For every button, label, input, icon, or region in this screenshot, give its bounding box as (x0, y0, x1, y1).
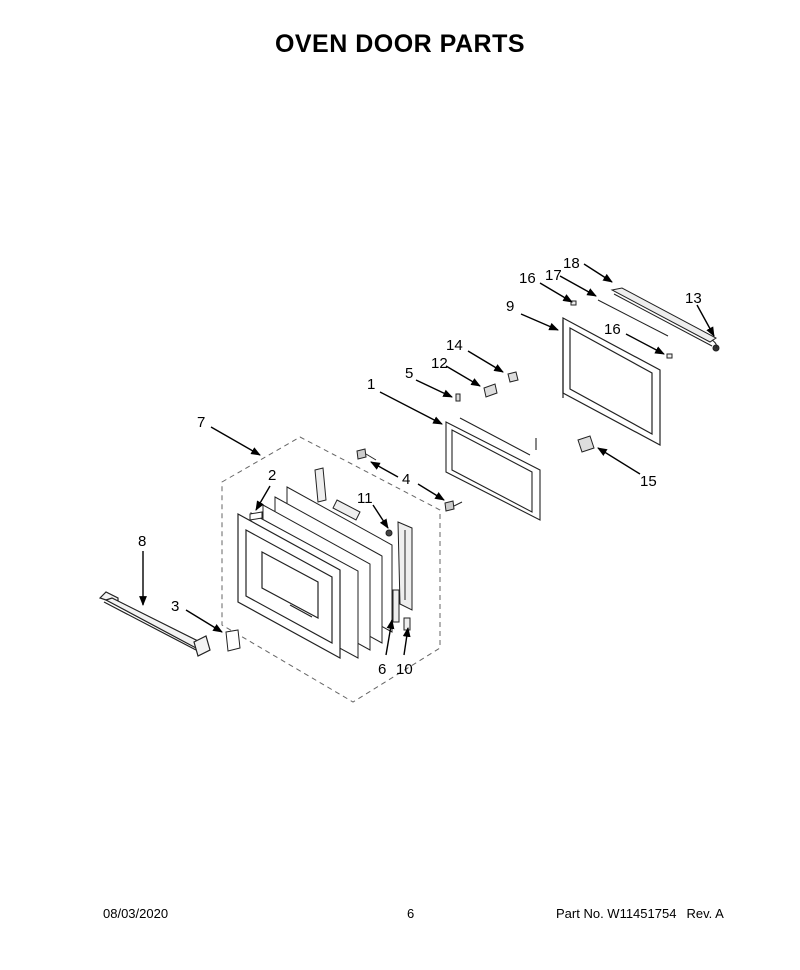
callout-8: 8 (138, 533, 146, 550)
page-title: OVEN DOOR PARTS (274, 30, 526, 58)
callout-16a: 16 (519, 270, 536, 287)
callout-13: 13 (685, 290, 702, 307)
outer-door-panel (237, 512, 341, 660)
callout-18: 18 (563, 255, 580, 272)
footer-part-info: Part No. W11451754 Rev. A (556, 906, 724, 921)
callout-11: 11 (357, 490, 373, 507)
callout-10: 10 (396, 661, 413, 678)
top-trim-parts (570, 287, 720, 359)
inner-door-liner (445, 417, 541, 521)
door-clip (249, 511, 263, 521)
inner-glass-frame (562, 316, 661, 447)
small-clips (455, 371, 519, 402)
callout-7: 7 (197, 414, 205, 431)
handle-mount-bracket (225, 629, 241, 652)
footer-revision: Rev. A (686, 906, 724, 921)
callout-5: 5 (405, 365, 413, 382)
callout-15: 15 (640, 473, 657, 490)
hinge-parts (314, 467, 413, 631)
callout-2: 2 (268, 467, 276, 484)
callout-14: 14 (446, 337, 463, 354)
screws (356, 448, 463, 512)
glass-spacer-block (577, 435, 595, 453)
door-handle (98, 591, 211, 657)
callout-9: 9 (506, 298, 514, 315)
footer-part-number: Part No. W11451754 (556, 906, 677, 921)
callout-arrows (139, 263, 715, 656)
callout-12: 12 (431, 355, 448, 372)
callout-4: 4 (402, 471, 410, 488)
callout-16b: 16 (604, 321, 621, 338)
callout-6: 6 (378, 661, 386, 678)
callout-17: 17 (545, 267, 562, 284)
callout-1: 1 (367, 376, 375, 393)
callout-3: 3 (171, 598, 179, 615)
footer-date: 08/03/2020 (103, 906, 169, 921)
footer-page-number: 6 (407, 906, 415, 921)
